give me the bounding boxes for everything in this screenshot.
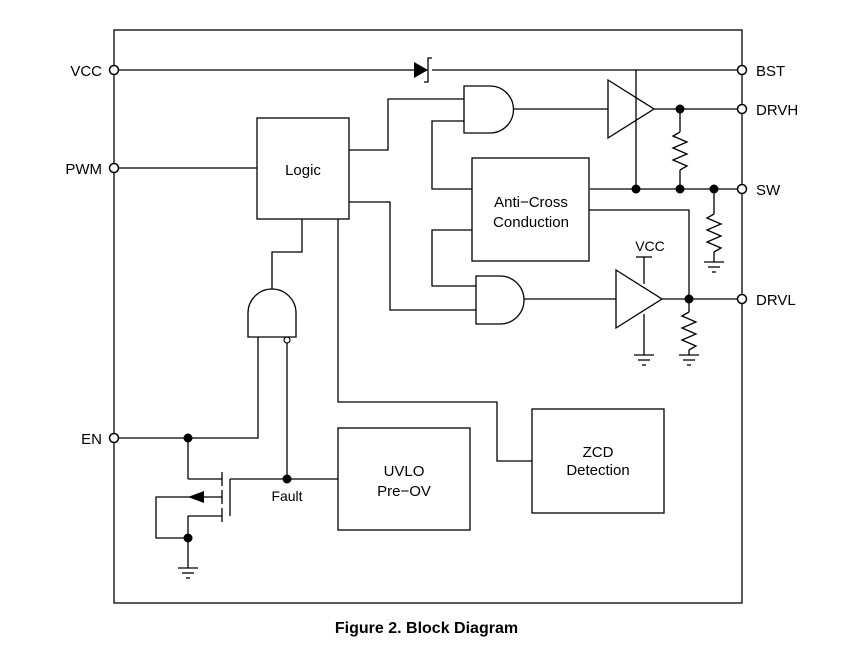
pwm-pin — [108, 162, 120, 174]
zcd-label-line2: Detection — [566, 462, 629, 479]
vcc-pin — [108, 64, 120, 76]
drvl-pin — [736, 293, 748, 305]
en-wire — [114, 337, 259, 439]
sw-ground-resistor-icon — [705, 189, 723, 262]
logic-to-low-and-wire — [349, 201, 476, 311]
low-side-driver-icon — [615, 268, 664, 330]
logic-label: Logic — [285, 162, 321, 179]
uvlo-pre-ov-block — [337, 427, 471, 531]
uvlo-label-line1: UVLO — [384, 463, 425, 480]
low-side-and-gate-icon — [475, 275, 525, 325]
internal-vcc-label: VCC — [635, 238, 665, 254]
high-side-driver-icon — [607, 78, 656, 140]
sw-pin — [736, 183, 748, 195]
logic-to-zcd-wire — [337, 219, 532, 462]
pwm-pin-label: PWM — [65, 161, 102, 178]
sw-pin-label: SW — [756, 182, 781, 199]
anticross-to-high-and-wire — [431, 120, 472, 190]
drvl-pulldown-resistor-icon — [679, 299, 699, 366]
low-buffer-ground-icon — [634, 314, 654, 366]
zcd-detection-block — [531, 408, 665, 514]
bst-pin — [736, 64, 748, 76]
bootstrap-diode-icon — [414, 57, 432, 83]
enable-and-gate-icon — [247, 288, 297, 338]
en-pin-label: EN — [81, 431, 102, 448]
en-pin — [108, 432, 120, 444]
enable-and-inverter-bubble — [283, 336, 291, 344]
logic-to-high-and-wire — [349, 98, 464, 151]
drvh-pin — [736, 103, 748, 115]
sw-ground-icon — [704, 261, 724, 273]
drvl-pin-label: DRVL — [756, 292, 796, 309]
junction-dots — [183, 104, 719, 543]
anti-cross-label-line2: Conduction — [493, 214, 569, 231]
anti-cross-conduction-block — [471, 157, 590, 262]
anti-cross-label-line1: Anti−Cross — [494, 194, 568, 211]
logic-block — [256, 117, 350, 220]
high-side-and-gate-icon — [463, 85, 515, 134]
anticross-drvl-sense-wire — [589, 209, 690, 299]
zcd-label-line1: ZCD — [583, 444, 614, 461]
en-and-to-logic-wire — [271, 219, 303, 290]
anticross-to-low-and-wire — [431, 229, 476, 287]
bst-pin-label: BST — [756, 63, 785, 80]
fault-label: Fault — [271, 488, 302, 504]
chip-outline — [113, 29, 743, 604]
drvh-pin-label: DRVH — [756, 102, 798, 119]
vcc-pin-label: VCC — [70, 63, 102, 80]
drvh-sw-resistor-icon — [671, 109, 689, 189]
figure-caption: Figure 2. Block Diagram — [334, 620, 519, 637]
uvlo-label-line2: Pre−OV — [377, 483, 431, 500]
en-pulldown-mosfet-icon — [155, 438, 231, 579]
